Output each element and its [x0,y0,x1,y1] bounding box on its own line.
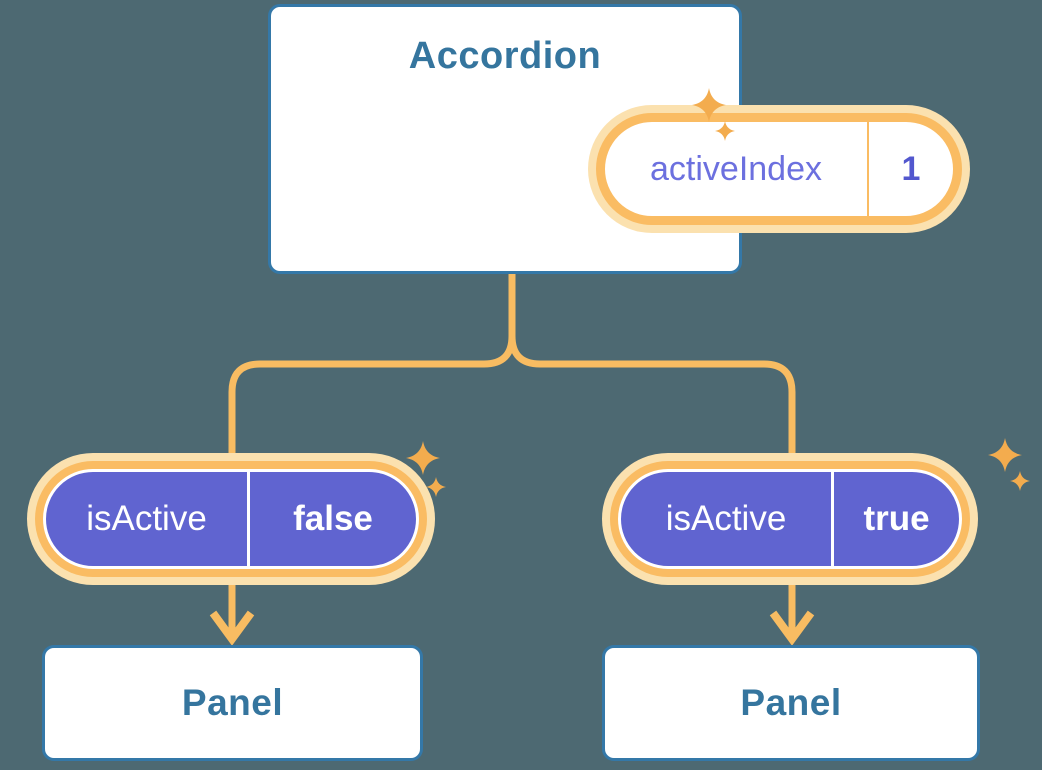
sparkle-small-icon [426,477,446,497]
branch-line-right [508,274,796,633]
state-pill-activeindex: activeIndex 1 [596,113,962,225]
pill-divider [831,472,834,566]
panel-card-title: Panel [181,682,284,723]
pill-divider [247,472,250,566]
prop-pill-isactive-true: isActive true [618,469,962,569]
sparkle-small-icon [715,121,735,141]
state-pill-value: 1 [901,149,921,188]
prop-pill-label: isActive [86,499,207,538]
arrow-down-icon [209,610,255,646]
prop-pill-value: false [293,499,373,538]
branch-line-left [228,274,516,633]
panel-card-title: Panel [740,682,842,723]
sparkle-large-icon [988,438,1022,472]
panel-card-left: Panel [42,645,423,761]
panel-card-right: Panel [602,645,980,761]
pill-divider [867,122,869,216]
prop-pill-isactive-false: isActive false [43,469,419,569]
accordion-card-title: Accordion [408,35,602,77]
state-pill-label: activeIndex [650,149,822,188]
sparkle-large-icon [406,441,440,475]
arrow-down-icon [769,610,815,646]
accordion-card: Accordion activeIndex 1 [268,4,962,274]
sparkle-large-icon [692,88,726,122]
prop-pill-value: true [863,499,930,538]
sparkle-small-icon [1010,471,1030,491]
prop-pill-label: isActive [665,499,787,538]
